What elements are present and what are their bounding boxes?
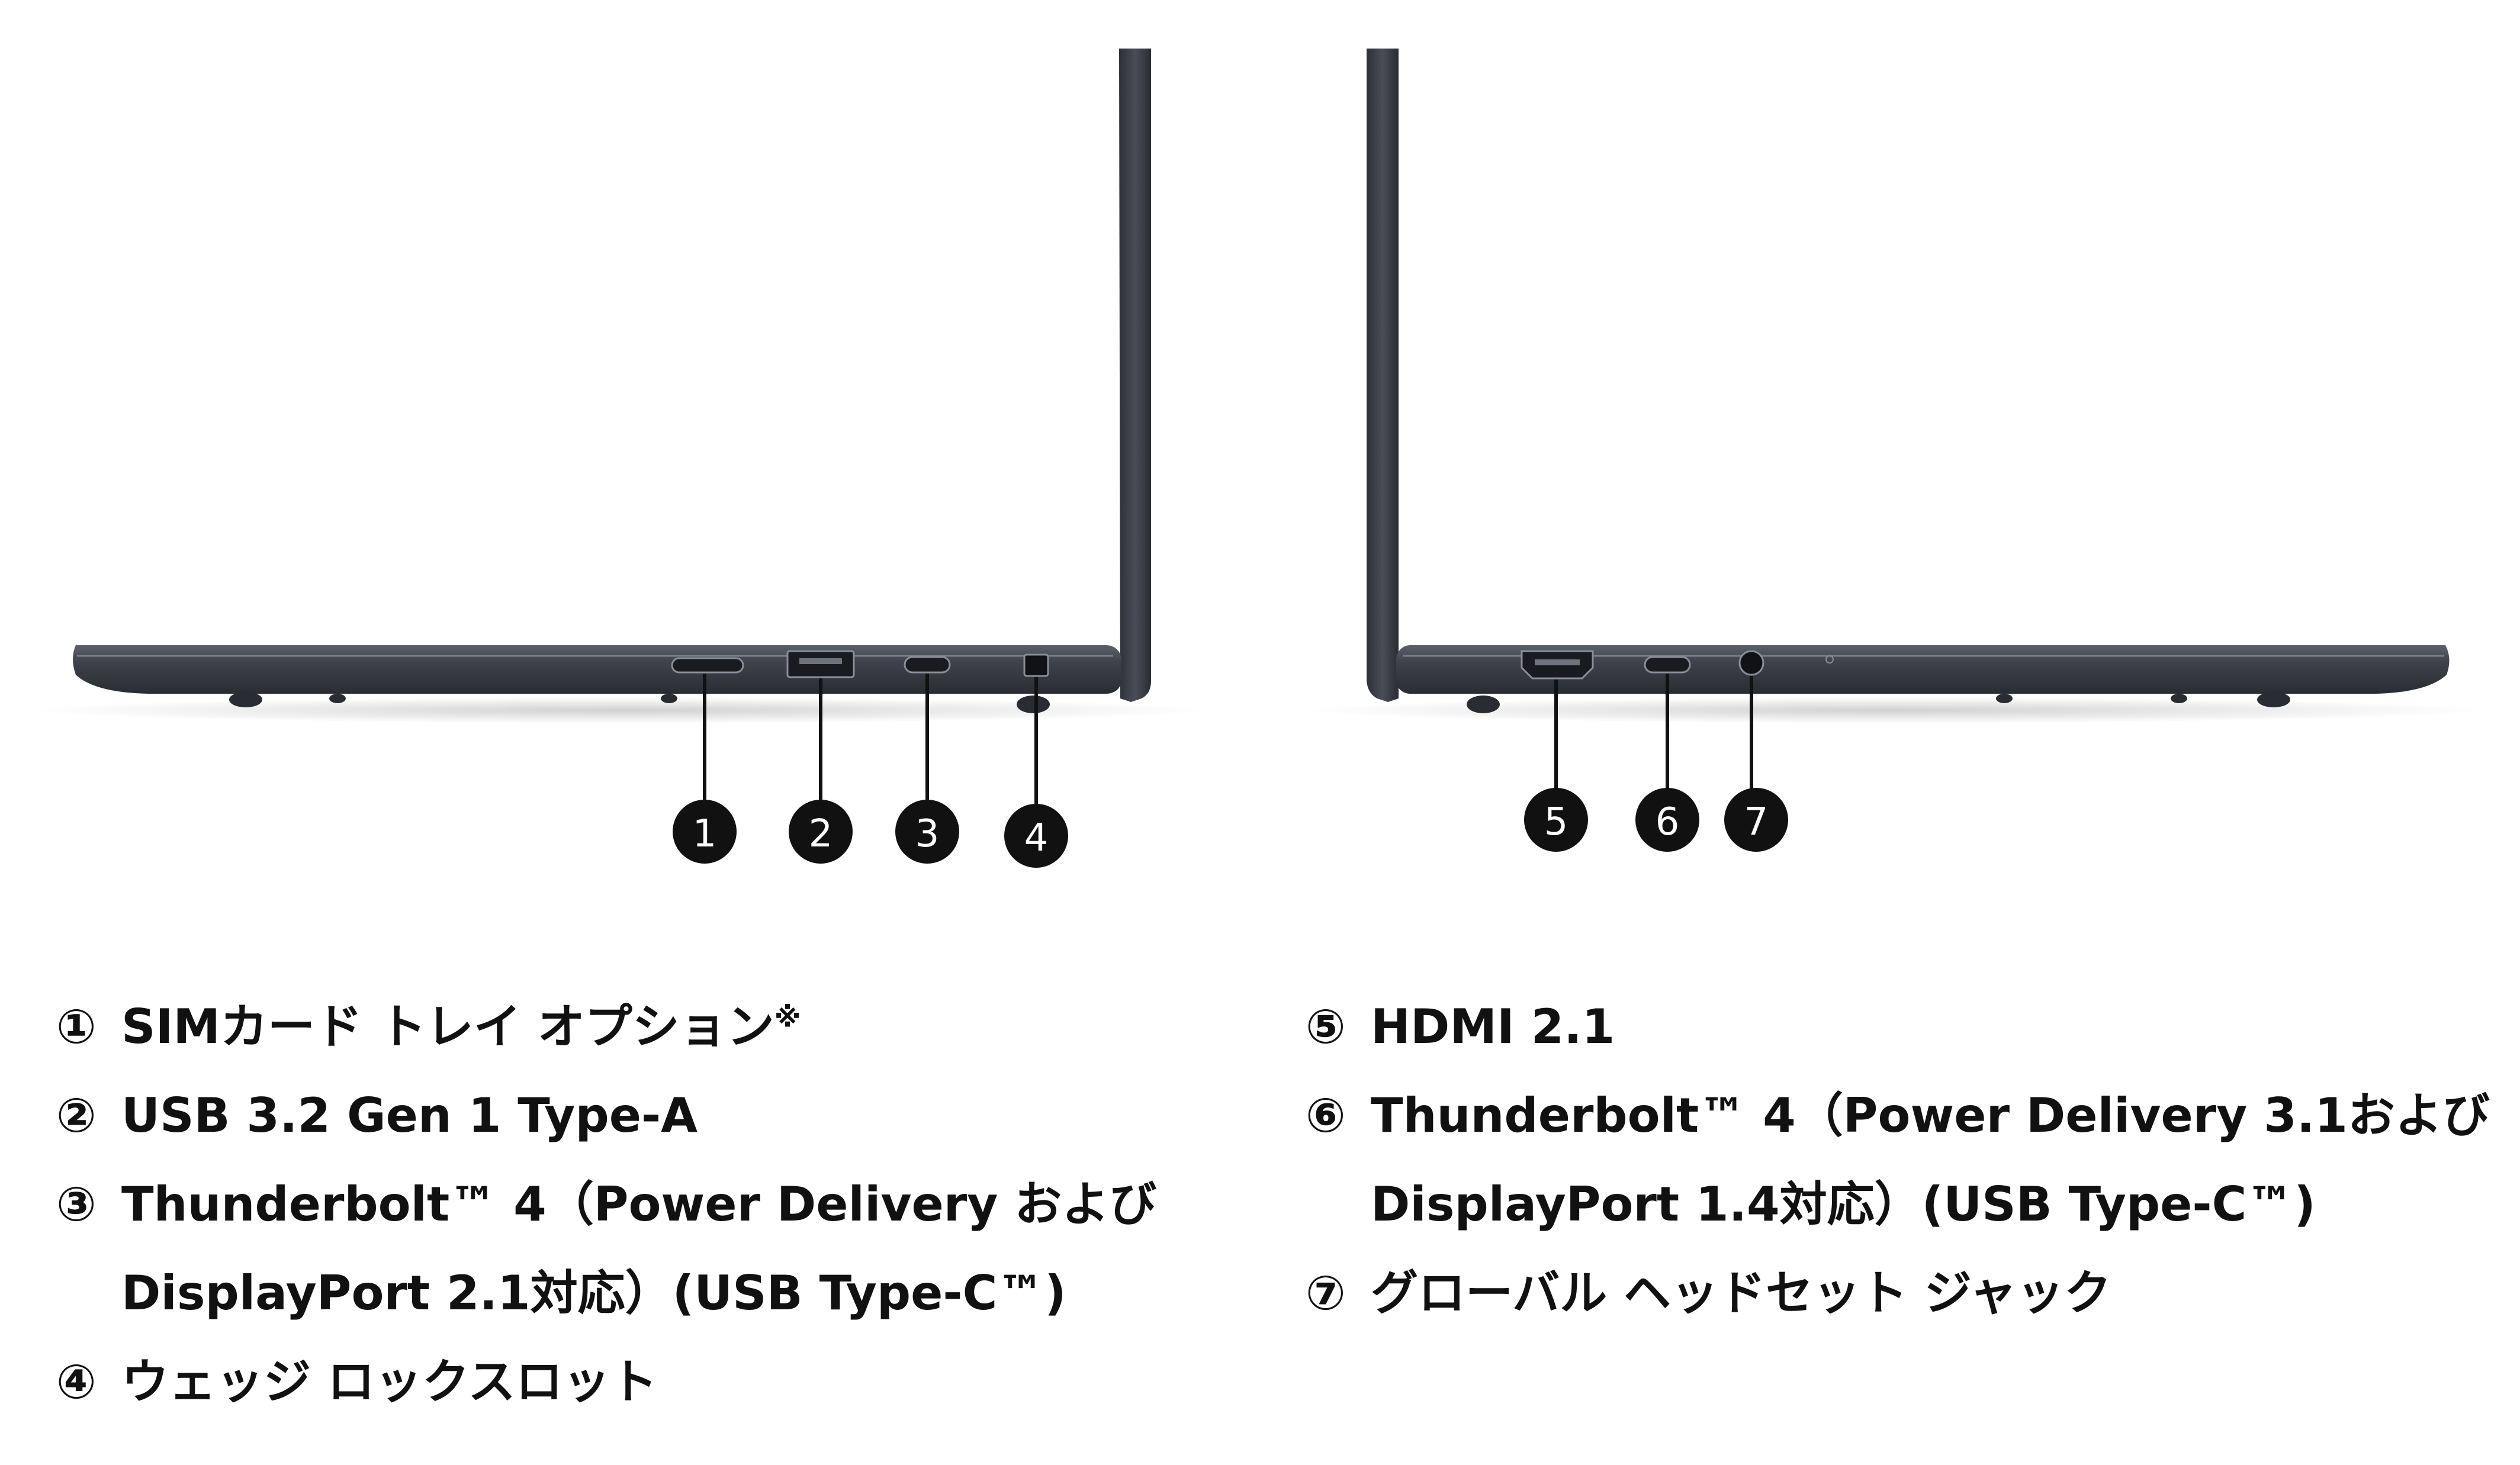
laptop-left-foot	[661, 694, 677, 703]
laptop-left-base	[73, 645, 1121, 694]
callout-number: 5	[1544, 800, 1568, 844]
laptop-right-shadow	[1303, 697, 2487, 723]
thunderbolt-port-left	[904, 656, 951, 674]
port-number: ④	[56, 1354, 97, 1409]
port-label: SIMカード トレイ オプション	[121, 999, 774, 1054]
laptop-right-foot	[2257, 692, 2290, 707]
footnote-marker: ※	[774, 1001, 801, 1033]
laptop-right-foot	[1467, 696, 1500, 713]
sim-tray-port	[671, 657, 744, 674]
callout-number: 4	[1024, 816, 1049, 860]
callout-number: 7	[1744, 800, 1769, 844]
callout-1: 1	[673, 800, 737, 864]
callout-2: 2	[789, 800, 853, 864]
port-label: Thunderbolt™ 4（Power Delivery および Displa…	[121, 1177, 1157, 1321]
laptop-left-lid	[1119, 49, 1151, 702]
callouts-left: 1 2 3 4	[673, 800, 1068, 868]
callout-3: 3	[895, 800, 959, 864]
leader-lines	[703, 674, 1753, 814]
port-number: ③	[56, 1177, 97, 1232]
callout-number: 3	[915, 812, 940, 856]
thunderbolt-port-right	[1644, 656, 1691, 674]
port-item-thunderbolt-left: ③ Thunderbolt™ 4（Power Delivery および Disp…	[56, 1160, 1240, 1338]
wedge-lock-slot	[1023, 653, 1049, 677]
laptop-left-foot	[1017, 696, 1050, 713]
port-list-left: ① SIMカード トレイ オプション※ ② USB 3.2 Gen 1 Type…	[56, 983, 1240, 1427]
port-number: ⑥	[1306, 1088, 1346, 1143]
port-item-thunderbolt-right: ⑥ Thunderbolt™ 4（Power Delivery 3.1および D…	[1306, 1071, 2502, 1249]
usb-a-port-tongue	[799, 658, 842, 664]
laptop-side-views-figure: 1 2 3 4 5 6 7	[30, 49, 2487, 868]
port-label: ウェッジ ロックスロット	[121, 1354, 658, 1409]
port-list-right: ⑤ HDMI 2.1 ⑥ Thunderbolt™ 4（Power Delive…	[1306, 983, 2502, 1338]
port-label: グローバル ヘッドセット ジャック	[1371, 1266, 2111, 1321]
laptop-left-shadow	[30, 697, 1214, 723]
hdmi-port-tongue	[1535, 659, 1580, 665]
port-item-hdmi: ⑤ HDMI 2.1	[1306, 983, 2502, 1071]
laptop-left-foot	[229, 692, 262, 707]
port-label: HDMI 2.1	[1371, 999, 1615, 1054]
port-number: ①	[56, 999, 97, 1054]
headset-jack	[1738, 650, 1764, 676]
port-number: ②	[56, 1088, 97, 1143]
port-number: ⑦	[1306, 1266, 1346, 1321]
laptop-right-foot	[1996, 694, 2013, 703]
callout-number: 2	[809, 812, 833, 856]
callout-number: 6	[1656, 800, 1680, 844]
callout-number: 1	[693, 812, 717, 856]
callout-7: 7	[1724, 788, 1788, 852]
callout-5: 5	[1524, 788, 1588, 852]
port-item-wedge-lock: ④ ウェッジ ロックスロット	[56, 1338, 1240, 1427]
status-led	[1825, 655, 1834, 664]
laptop-right-foot	[2171, 694, 2187, 703]
laptop-left-foot	[329, 694, 346, 703]
callout-6: 6	[1635, 788, 1699, 852]
port-label: USB 3.2 Gen 1 Type-A	[121, 1088, 698, 1143]
port-label: Thunderbolt™ 4（Power Delivery 3.1および Dis…	[1371, 1088, 2490, 1232]
port-item-headset-jack: ⑦ グローバル ヘッドセット ジャック	[1306, 1249, 2502, 1338]
laptop-left-side-view	[30, 49, 1214, 723]
laptop-right-side-view	[1303, 49, 2487, 723]
laptop-right-lid	[1367, 49, 1399, 702]
port-item-sim-tray: ① SIMカード トレイ オプション※	[56, 983, 1240, 1071]
callout-4: 4	[1004, 804, 1068, 868]
port-number: ⑤	[1306, 999, 1346, 1054]
port-item-usb-a: ② USB 3.2 Gen 1 Type-A	[56, 1071, 1240, 1160]
callouts-right: 5 6 7	[1524, 788, 1788, 852]
